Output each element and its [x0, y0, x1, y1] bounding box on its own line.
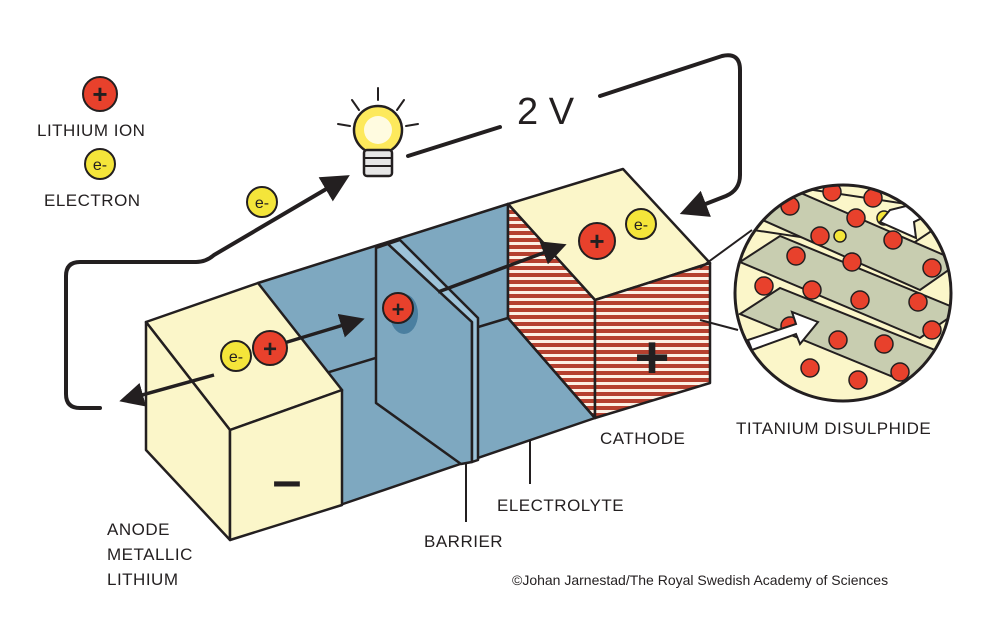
titanium-disulphide-zoom	[733, 183, 953, 403]
anode-ion: +	[252, 330, 288, 366]
svg-text:e-: e-	[229, 349, 243, 366]
anode-label-line1: ANODE	[107, 520, 170, 539]
voltage-label: 2 V	[517, 91, 575, 133]
svg-text:+: +	[589, 226, 604, 256]
legend-electron-label: ELECTRON	[44, 191, 141, 210]
titanium-disulphide-label: TITANIUM DISULPHIDE	[736, 419, 931, 438]
barrier-ion: +	[382, 292, 418, 334]
electrolyte-label: ELECTROLYTE	[497, 496, 624, 515]
ion-movement-arrows	[119, 241, 567, 407]
cathode-label: CATHODE	[600, 429, 685, 448]
legend-electron-icon: e-	[84, 148, 116, 180]
zoom-ions	[754, 185, 942, 390]
svg-text:e-: e-	[255, 195, 269, 212]
anode-electron: e-	[220, 340, 252, 372]
credit-text: ©Johan Jarnestad/The Royal Swedish Acade…	[512, 572, 888, 588]
svg-text:e-: e-	[634, 217, 648, 234]
legend-lithium-ion-label: LITHIUM ION	[37, 121, 145, 140]
zoom-connector	[699, 229, 753, 331]
legend: + LITHIUM ION e- ELECTRON	[37, 76, 145, 210]
anode-minus-sign: –	[273, 452, 302, 510]
svg-text:+: +	[263, 336, 277, 363]
cathode-electron: e-	[625, 208, 657, 240]
cathode-ion: +	[578, 222, 616, 260]
svg-text:+: +	[392, 297, 405, 322]
leader-lines	[465, 440, 531, 522]
legend-lithium-ion-icon: +	[82, 76, 118, 112]
light-bulb-icon	[337, 87, 419, 178]
wire-electron: e-	[246, 186, 278, 218]
circuit-wire	[64, 53, 742, 410]
svg-text:+: +	[92, 79, 107, 109]
anode-front	[228, 388, 344, 542]
cathode-front	[593, 261, 712, 420]
barrier-strip	[386, 238, 480, 464]
anode-label-line2: METALLIC	[107, 545, 193, 564]
barrier-label: BARRIER	[424, 532, 503, 551]
svg-text:e-: e-	[93, 157, 107, 174]
anode-label-line3: LITHIUM	[107, 570, 179, 589]
cathode-plus-sign: +	[634, 324, 669, 391]
